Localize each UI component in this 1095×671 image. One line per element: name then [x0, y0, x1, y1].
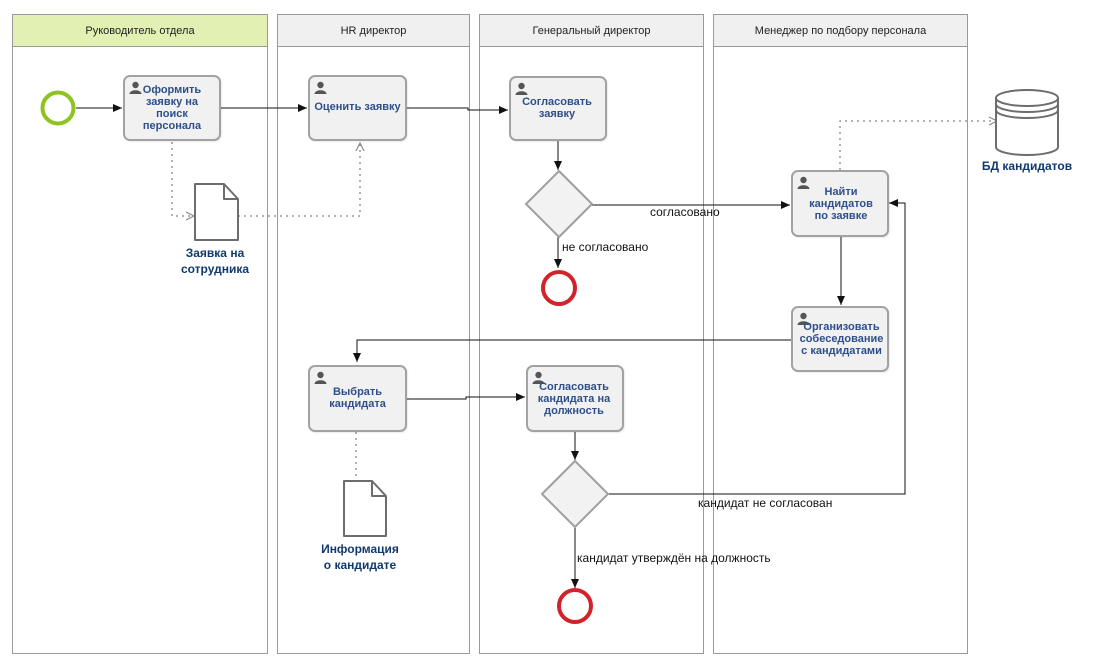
document-icon: [343, 480, 387, 537]
association-request-to-doc: [171, 142, 194, 216]
flow-label-candidate-rejected: кандидат не согласован: [698, 496, 833, 510]
flow-label-approved: согласовано: [650, 205, 720, 219]
end-event-hired: [557, 588, 593, 624]
association-find-to-db: [839, 121, 997, 170]
task-evaluate-request[interactable]: Оценить заявку: [308, 75, 407, 141]
task-label: Согласовать заявку: [522, 96, 592, 120]
doc-label-request: Заявка на сотрудника: [160, 245, 270, 277]
task-find-candidates[interactable]: Найти кандидатов по заявке: [791, 170, 889, 237]
task-label: Оформить заявку на поиск персонала: [142, 84, 202, 132]
task-approve-request[interactable]: Согласовать заявку: [509, 76, 607, 141]
association-doc-to-evaluate: [238, 143, 360, 217]
task-label: Согласовать кандидата на должность: [537, 380, 611, 417]
person-icon: [797, 176, 810, 194]
db-label: БД кандидатов: [981, 159, 1073, 173]
flow-candidate-rejected: [608, 199, 906, 495]
lane-header: Генеральный директор: [480, 15, 703, 47]
lane-header: Руководитель отдела: [13, 15, 267, 47]
gateway-request-decision: [525, 170, 593, 238]
task-label: Найти кандидатов по заявке: [809, 185, 873, 222]
lane-hr-director: HR директор: [277, 14, 470, 654]
doc-label-line: Информация: [321, 542, 399, 556]
lane-header: Менеджер по подбору персонала: [714, 15, 967, 47]
task-choose-candidate[interactable]: Выбрать кандидата: [308, 365, 407, 432]
start-event: [40, 90, 76, 126]
flow-choose-to-approve-candidate: [406, 393, 525, 401]
person-icon: [797, 312, 810, 330]
doc-label-line: Заявка на: [185, 246, 245, 260]
task-organize-interview[interactable]: Организовать собеседование с кандидатами: [791, 306, 889, 372]
task-label: Выбрать кандидата: [329, 386, 386, 410]
database-icon: [995, 89, 1059, 156]
end-event-rejected: [541, 270, 577, 306]
task-label: Организовать собеседование с кандидатами: [799, 321, 884, 357]
person-icon: [515, 82, 528, 100]
flow-interview-to-choose: [353, 339, 791, 362]
lane-header: HR директор: [278, 15, 469, 47]
flow-evaluate-to-approve: [406, 106, 508, 114]
doc-label-line: сотрудника: [180, 262, 250, 276]
person-icon: [314, 371, 327, 389]
task-label: Оценить заявку: [314, 101, 401, 113]
person-icon: [532, 371, 545, 389]
document-icon: [194, 183, 239, 241]
doc-label-line: о кандидате: [323, 558, 397, 572]
task-create-request[interactable]: Оформить заявку на поиск персонала: [123, 75, 221, 141]
task-approve-candidate[interactable]: Согласовать кандидата на должность: [526, 365, 624, 432]
flow-label-not-approved: не согласовано: [562, 240, 649, 254]
flow-label-candidate-approved: кандидат утверждён на должность: [577, 551, 771, 565]
doc-label-candidate-info: Информация о кандидате: [305, 541, 415, 573]
person-icon: [314, 81, 327, 99]
gateway-candidate-decision: [541, 460, 609, 528]
person-icon: [129, 81, 142, 99]
